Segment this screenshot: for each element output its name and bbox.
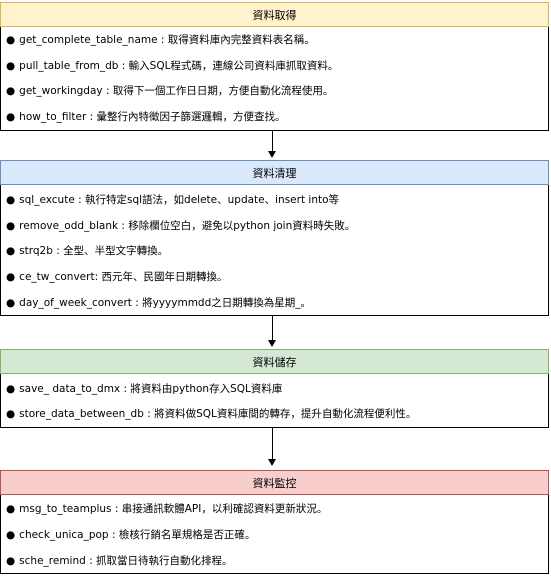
section-header: 資料儲存 (0, 349, 549, 374)
item-text: strq2b : 全型、半型文字轉換。 (19, 245, 169, 257)
arrowhead-icon (268, 340, 276, 347)
item-text: sche_remind : 抓取當日待執行自動化排程。 (19, 555, 233, 567)
arrowhead-icon (268, 459, 276, 466)
bullet-icon: ● (6, 297, 16, 309)
list-item: ●msg_to_teamplus : 串接通訊軟體API，以利確認資料更新狀況。 (6, 502, 327, 516)
list-item: ●save_ data_to_dmx : 將資料由python存入SQL資料庫 (6, 382, 282, 396)
arrowhead-icon (268, 151, 276, 158)
item-text: check_unica_pop : 檢核行銷名單規格是否正確。 (19, 529, 256, 541)
bullet-icon: ● (6, 555, 16, 567)
bullet-icon: ● (6, 503, 16, 515)
connector-arrow (272, 316, 273, 340)
item-text: remove_odd_blank : 移除欄位空白，避免以python join… (19, 220, 356, 232)
item-text: day_of_week_convert : 將yyyymmdd之日期轉換為星期_… (19, 297, 312, 309)
item-text: get_workingday : 取得下一個工作日日期，方便自動化流程使用。 (19, 85, 334, 97)
section-header: 資料取得 (0, 2, 549, 27)
section-body (0, 185, 549, 316)
item-text: store_data_between_db : 將資料做SQL資料庫間的轉存，提… (19, 408, 417, 420)
section-title: 資料取得 (252, 8, 297, 22)
list-item: ●pull_table_from_db : 輸入SQL程式碼，連線公司資料庫抓取… (6, 59, 338, 73)
section-body (0, 27, 549, 131)
connector-arrow (272, 428, 273, 459)
bullet-icon: ● (6, 408, 16, 420)
bullet-icon: ● (6, 245, 16, 257)
bullet-icon: ● (6, 34, 16, 46)
list-item: ●store_data_between_db : 將資料做SQL資料庫間的轉存，… (6, 407, 416, 421)
item-text: how_to_filter : 彙整行內特徵因子篩選邏輯，方便查找。 (19, 111, 286, 123)
item-text: msg_to_teamplus : 串接通訊軟體API，以利確認資料更新狀況。 (19, 503, 328, 515)
section-header: 資料清理 (0, 160, 549, 185)
item-text: ce_tw_convert: 西元年、民國年日期轉換。 (19, 271, 228, 283)
bullet-icon: ● (6, 271, 16, 283)
section-header: 資料監控 (0, 470, 549, 495)
item-text: pull_table_from_db : 輸入SQL程式碼，連線公司資料庫抓取資… (19, 60, 339, 72)
section-title: 資料儲存 (252, 355, 297, 369)
list-item: ●sql_excute : 執行特定sql語法，如delete、update、i… (6, 193, 339, 207)
section-title: 資料清理 (252, 166, 297, 180)
bullet-icon: ● (6, 194, 16, 206)
section-body (0, 495, 549, 574)
bullet-icon: ● (6, 383, 16, 395)
section-body (0, 374, 549, 428)
list-item: ●get_complete_table_name : 取得資料庫內完整資料表名稱… (6, 33, 315, 47)
connector-arrow (272, 131, 273, 151)
section-title: 資料監控 (252, 476, 297, 490)
list-item: ●ce_tw_convert: 西元年、民國年日期轉換。 (6, 270, 227, 284)
list-item: ●remove_odd_blank : 移除欄位空白，避免以python joi… (6, 219, 355, 233)
list-item: ●sche_remind : 抓取當日待執行自動化排程。 (6, 554, 233, 568)
bullet-icon: ● (6, 85, 16, 97)
list-item: ●strq2b : 全型、半型文字轉換。 (6, 244, 168, 258)
bullet-icon: ● (6, 220, 16, 232)
item-text: save_ data_to_dmx : 將資料由python存入SQL資料庫 (19, 383, 283, 395)
item-text: sql_excute : 執行特定sql語法，如delete、update、in… (19, 194, 340, 206)
list-item: ●get_workingday : 取得下一個工作日日期，方便自動化流程使用。 (6, 84, 333, 98)
bullet-icon: ● (6, 60, 16, 72)
list-item: ●check_unica_pop : 檢核行銷名單規格是否正確。 (6, 528, 255, 542)
item-text: get_complete_table_name : 取得資料庫內完整資料表名稱。 (19, 34, 315, 46)
bullet-icon: ● (6, 111, 16, 123)
bullet-icon: ● (6, 529, 16, 541)
list-item: ●how_to_filter : 彙整行內特徵因子篩選邏輯，方便查找。 (6, 110, 286, 124)
list-item: ●day_of_week_convert : 將yyyymmdd之日期轉換為星期… (6, 296, 311, 310)
